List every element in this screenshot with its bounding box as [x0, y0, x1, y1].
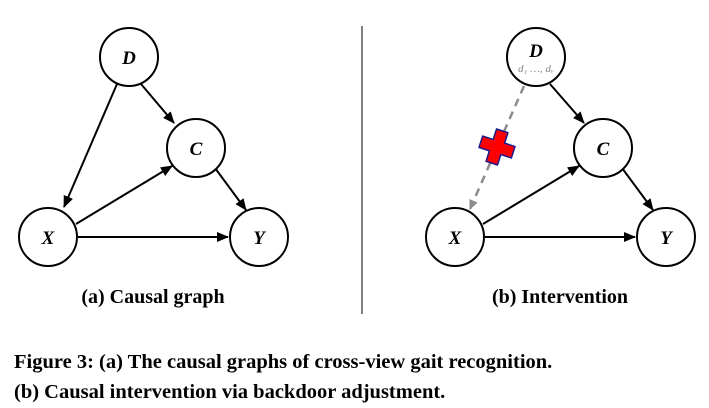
node-c: C [573, 118, 633, 178]
node-c-label: C [597, 139, 610, 160]
node-y-label: Y [253, 228, 267, 249]
node-y-label: Y [660, 228, 674, 249]
node-d: D [99, 27, 159, 87]
panel-b-intervention: D d₁ …, dᵥ C X Y (b) Intervention [425, 27, 696, 308]
edge-d-to-c [549, 83, 585, 124]
edge-d-to-c [140, 83, 175, 124]
edge-x-to-c [75, 165, 173, 225]
panel-a-caption: (a) Causal graph [81, 286, 224, 308]
node-d-label: D [121, 48, 136, 69]
red-cross-icon [478, 128, 516, 166]
node-x: X [18, 207, 78, 267]
node-d-label: D [528, 41, 543, 62]
figure-caption-line-1: Figure 3: (a) The causal graphs of cross… [14, 351, 552, 373]
node-x-label: X [448, 228, 463, 249]
node-d-subscript: d₁ …, dᵥ [518, 63, 554, 75]
edge-c-to-y [621, 167, 654, 211]
node-d: D d₁ …, dᵥ [506, 27, 566, 87]
node-x-label: X [41, 228, 56, 249]
node-y: Y [636, 207, 696, 267]
node-y: Y [229, 207, 289, 267]
panel-b-caption: (b) Intervention [492, 286, 628, 308]
figure-caption-line-2: (b) Causal intervention via backdoor adj… [14, 381, 445, 403]
node-c: C [166, 118, 226, 178]
edge-c-to-y [214, 167, 247, 211]
edge-d-to-x [63, 83, 118, 208]
edge-x-to-c [482, 165, 580, 225]
node-x: X [425, 207, 485, 267]
panel-a-causal-graph: D C X Y (a) Causal graph [18, 27, 289, 308]
node-c-label: C [190, 139, 203, 160]
